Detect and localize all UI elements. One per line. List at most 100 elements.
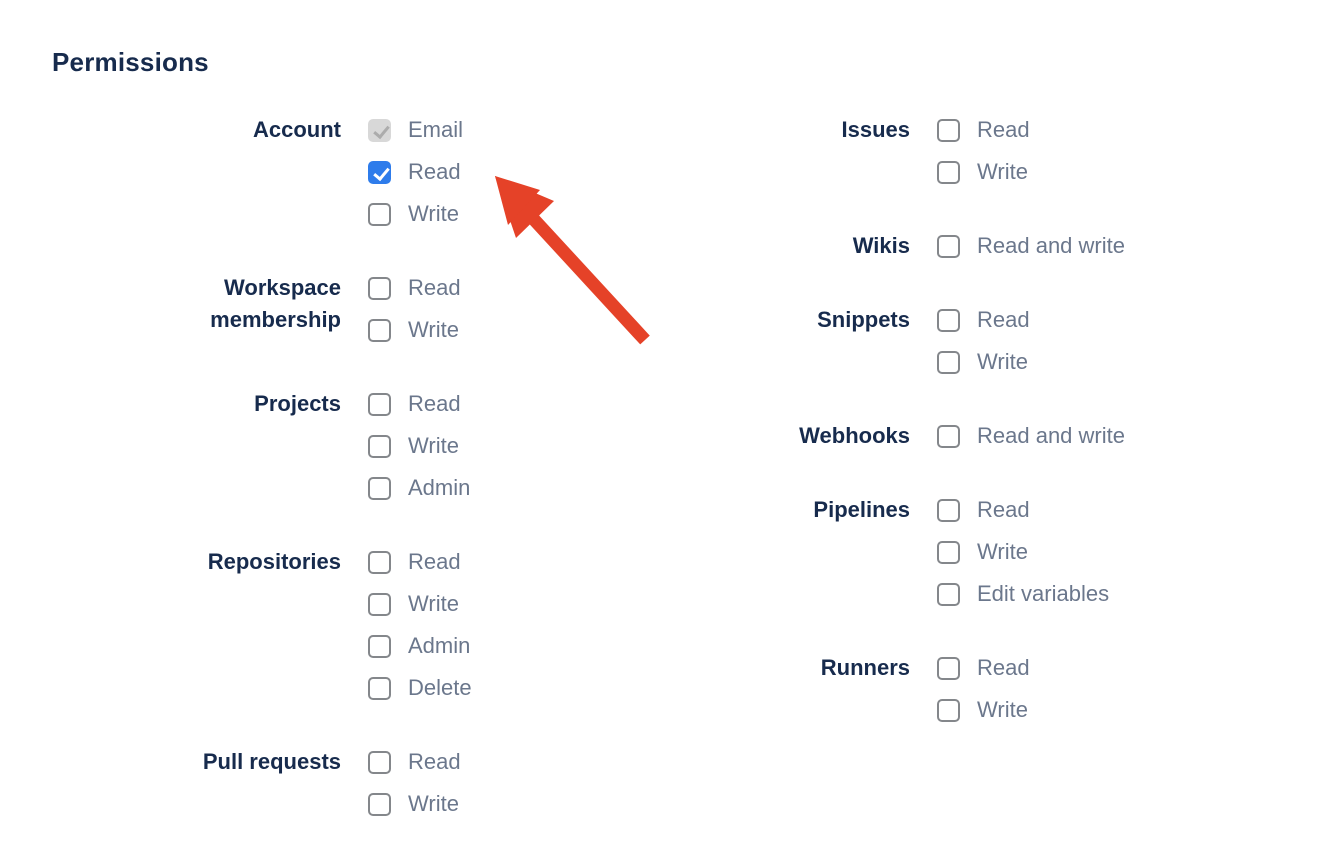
checkbox[interactable]: [937, 234, 960, 258]
permission-items: Read Write Edit variables: [937, 489, 1109, 615]
permission-group: Snippets Read Write: [750, 299, 1322, 383]
checkbox[interactable]: [937, 350, 960, 374]
checkbox-label: Write: [977, 697, 1028, 722]
permission-checkbox-row[interactable]: Write: [368, 193, 463, 235]
checkbox[interactable]: [937, 160, 960, 184]
permission-checkbox-row[interactable]: Read: [937, 299, 1030, 341]
checkbox-label: Write: [408, 591, 459, 616]
checkbox-label: Read: [977, 307, 1030, 332]
permissions-form: Account Email Read Write Workspace membe…: [52, 109, 1322, 857]
permission-items: Read Write: [937, 647, 1030, 731]
permission-checkbox-row[interactable]: Edit variables: [937, 573, 1109, 615]
permission-group: Runners Read Write: [750, 647, 1322, 731]
checkbox[interactable]: [368, 392, 391, 416]
checkbox-label: Read: [408, 159, 461, 184]
checkbox[interactable]: [368, 592, 391, 616]
permission-group-label: Snippets: [817, 307, 910, 332]
checkbox-label: Admin: [408, 633, 471, 658]
permission-group: Pull requests Read Write: [52, 741, 750, 825]
checkbox[interactable]: [368, 202, 391, 226]
permission-checkbox-row[interactable]: Write: [368, 583, 472, 625]
permission-group: Webhooks Read and write: [750, 415, 1322, 457]
checkbox[interactable]: [368, 634, 391, 658]
permission-checkbox-row[interactable]: Read and write: [937, 415, 1125, 457]
permission-group: Projects Read Write Admin: [52, 383, 750, 509]
permission-group-label: Projects: [254, 391, 341, 416]
permission-checkbox-row[interactable]: Read: [937, 647, 1030, 689]
checkbox[interactable]: [368, 276, 391, 300]
checkbox[interactable]: [368, 550, 391, 574]
checkbox[interactable]: [368, 476, 391, 500]
permission-group-label: Runners: [820, 655, 910, 680]
permission-checkbox-row[interactable]: Write: [368, 425, 470, 467]
permission-checkbox-row[interactable]: Read and write: [937, 225, 1125, 267]
permission-items: Read Write: [937, 109, 1030, 193]
checkbox[interactable]: [937, 498, 960, 522]
permission-group-label: Account: [253, 117, 341, 142]
checkbox-label: Write: [408, 317, 459, 342]
checkbox-label: Read: [408, 391, 461, 416]
checkbox[interactable]: [368, 318, 391, 342]
permission-checkbox-row[interactable]: Read: [368, 741, 461, 783]
permission-checkbox-row[interactable]: Write: [937, 531, 1109, 573]
permission-checkbox-row[interactable]: Read: [368, 267, 461, 309]
permission-checkbox-row[interactable]: Read: [937, 109, 1030, 151]
permissions-column-left: Account Email Read Write Workspace membe…: [52, 109, 750, 857]
checkbox[interactable]: [937, 540, 960, 564]
checkbox[interactable]: [937, 698, 960, 722]
checkbox[interactable]: [368, 118, 391, 142]
permission-checkbox-row[interactable]: Write: [937, 341, 1030, 383]
permission-group-label: Webhooks: [799, 423, 910, 448]
checkbox-label: Write: [408, 201, 459, 226]
checkbox-label: Read and write: [977, 233, 1125, 258]
checkbox[interactable]: [368, 160, 391, 184]
permission-checkbox-row[interactable]: Read: [368, 541, 472, 583]
checkbox[interactable]: [368, 676, 391, 700]
permission-items: Read and write: [937, 415, 1125, 457]
permission-items: Read and write: [937, 225, 1125, 267]
permission-checkbox-row[interactable]: Write: [368, 309, 461, 351]
checkbox[interactable]: [937, 656, 960, 680]
checkbox-label: Read: [977, 117, 1030, 142]
permission-items: Read Write Admin: [368, 383, 470, 509]
permission-checkbox-row[interactable]: Write: [937, 151, 1030, 193]
checkbox-label: Write: [977, 159, 1028, 184]
checkbox[interactable]: [937, 308, 960, 332]
permission-group: Account Email Read Write: [52, 109, 750, 235]
permission-checkbox-row[interactable]: Write: [368, 783, 461, 825]
permission-items: Email Read Write: [368, 109, 463, 235]
checkbox[interactable]: [937, 582, 960, 606]
checkbox[interactable]: [368, 750, 391, 774]
permission-group: Issues Read Write: [750, 109, 1322, 193]
checkbox-label: Write: [977, 539, 1028, 564]
checkbox-label: Read: [408, 275, 461, 300]
checkbox[interactable]: [937, 424, 960, 448]
permission-checkbox-row[interactable]: Delete: [368, 667, 472, 709]
checkbox-label: Write: [977, 349, 1028, 374]
permission-group: Repositories Read Write Admin Delete: [52, 541, 750, 709]
checkbox-label: Read: [977, 497, 1030, 522]
permission-items: Read Write: [368, 267, 461, 351]
checkbox-label: Read: [977, 655, 1030, 680]
permission-checkbox-row[interactable]: Admin: [368, 625, 472, 667]
permission-group-label: Wikis: [852, 233, 910, 258]
permission-checkbox-row[interactable]: Email: [368, 109, 463, 151]
checkbox-label: Delete: [408, 675, 472, 700]
checkbox-label: Read: [408, 549, 461, 574]
permission-checkbox-row[interactable]: Read: [937, 489, 1109, 531]
permission-checkbox-row[interactable]: Read: [368, 383, 470, 425]
permission-group-label: Repositories: [207, 549, 341, 574]
permission-checkbox-row[interactable]: Write: [937, 689, 1030, 731]
checkbox-label: Email: [408, 117, 464, 142]
checkbox-label: Read: [408, 749, 461, 774]
page-title: Permissions: [52, 47, 209, 77]
permission-group: Wikis Read and write: [750, 225, 1322, 267]
permission-items: Read Write: [368, 741, 461, 825]
checkbox[interactable]: [368, 792, 391, 816]
permission-checkbox-row[interactable]: Admin: [368, 467, 470, 509]
checkbox-label: Read and write: [977, 423, 1125, 448]
permission-group: Workspace membership Read Write: [52, 267, 750, 351]
checkbox[interactable]: [368, 434, 391, 458]
checkbox[interactable]: [937, 118, 960, 142]
permission-checkbox-row[interactable]: Read: [368, 151, 463, 193]
